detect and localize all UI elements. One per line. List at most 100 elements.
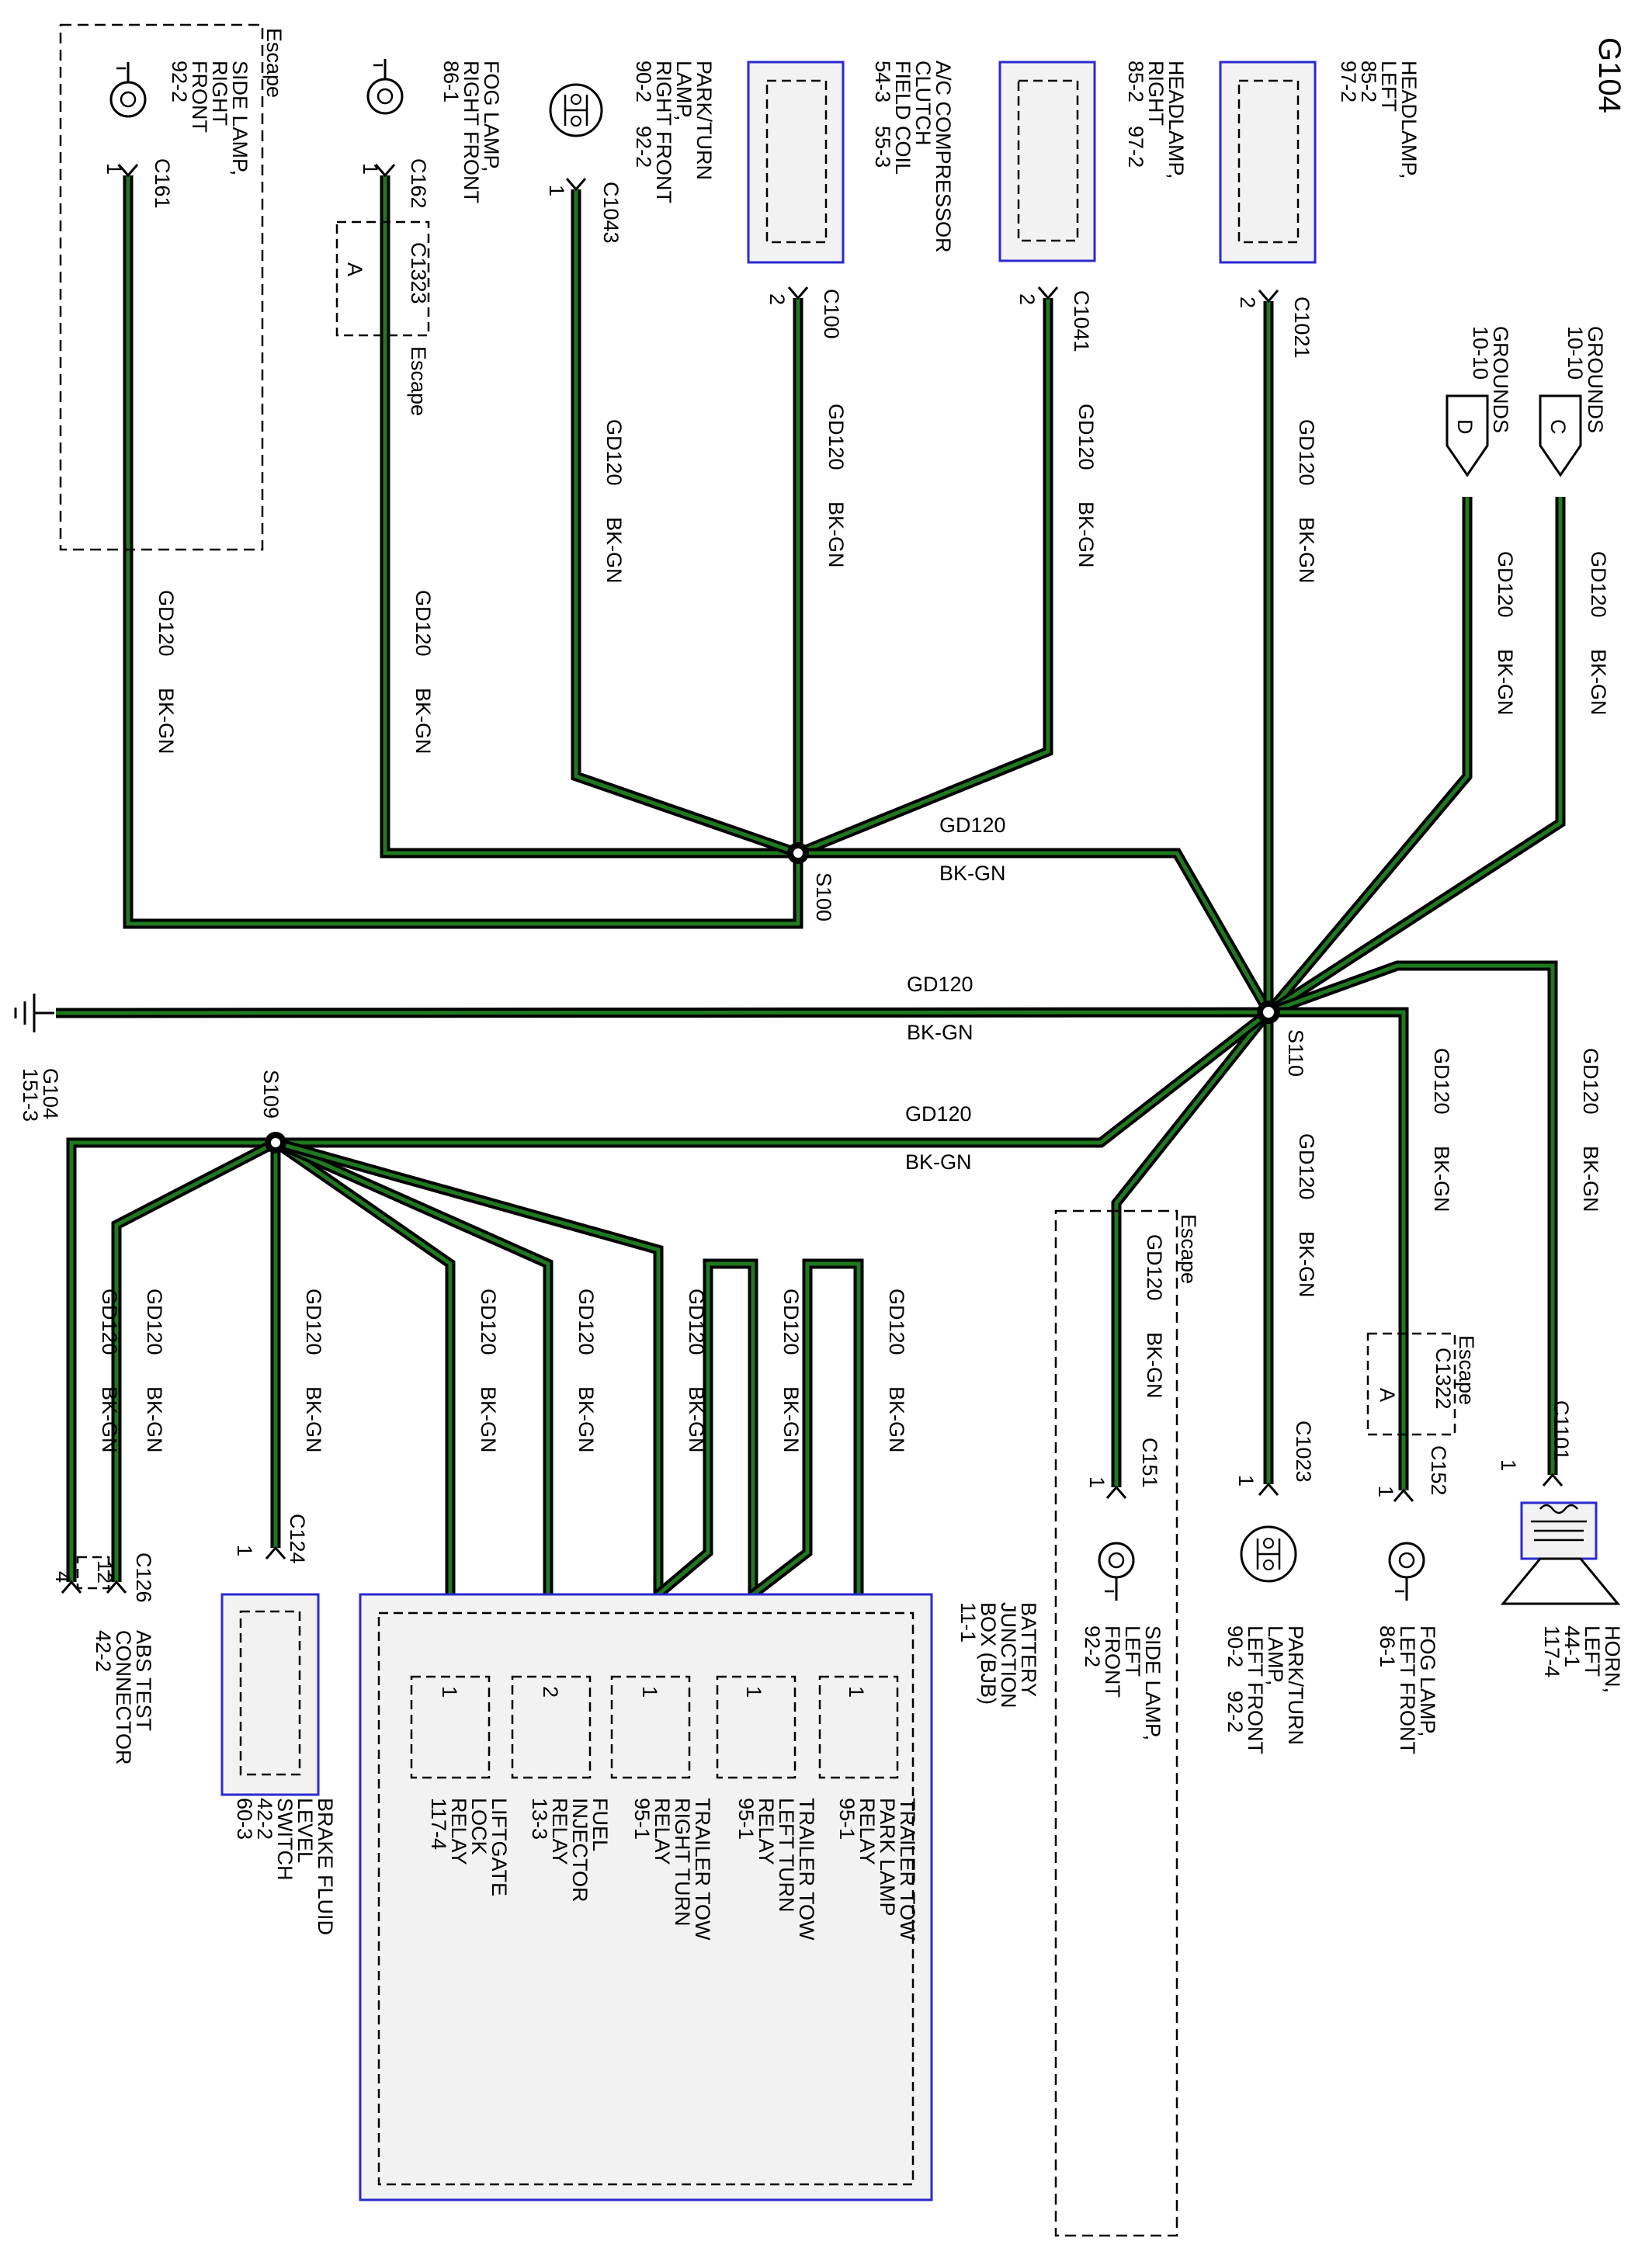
connector-c126: C126 [132, 1552, 155, 1603]
wire-code-label: GD120 [1143, 1234, 1166, 1301]
horn-icon [1500, 1504, 1621, 1605]
grounds-d-line-0: GROUNDS [1489, 326, 1512, 433]
side-lamp-rf-line-3: 92-2 [168, 61, 191, 102]
side-lamp-rf-bulb-icon [109, 62, 147, 118]
wire-color-label: BK-GN [1295, 1231, 1318, 1298]
side-lamp-lf-bulb-icon [1098, 1542, 1135, 1601]
park-turn-lf-bulb-icon [1240, 1525, 1297, 1583]
wire-color-label: BK-GN [1587, 649, 1610, 716]
pin-c151: 1 [1085, 1476, 1109, 1488]
relay-right-line-2: RELAY [651, 1798, 674, 1865]
relay-liftgate-line-3: 117-4 [427, 1798, 450, 1850]
relay-park-line-0: TRAILER TOW [896, 1798, 919, 1941]
wire-color-label: BK-GN [143, 1386, 166, 1453]
wire-abs-4 [66, 1137, 276, 1582]
wire-color-label: BK-GN [477, 1386, 500, 1453]
wire-code-label: GD120 [154, 590, 178, 657]
inline-connector-c1322-box [1366, 1332, 1456, 1436]
relay-liftgate-line-0: LIFTGATE [488, 1798, 511, 1896]
relay-left-line-3: 95-1 [734, 1798, 758, 1840]
relay-fuel-pin: 2 [539, 1686, 562, 1698]
connector-c1021: C1021 [1290, 297, 1314, 359]
brake-fluid-line-4: 60-3 [233, 1798, 256, 1840]
side-lamp-lf-line-3: 92-2 [1081, 1625, 1104, 1667]
wire-color-label: BK-GN [1579, 1146, 1602, 1212]
splice-s109 [265, 1132, 286, 1154]
wire-color-label: BK-GN [905, 1150, 972, 1174]
headlamp-r-line-2: 85-2 97-2 [1124, 61, 1147, 168]
headlamp-l-box [1219, 61, 1317, 264]
headlamp-l-line-1: LEFT [1377, 61, 1400, 112]
grounds-c-tag-icon [1539, 394, 1582, 477]
wire-code-label: GD120 [685, 1289, 708, 1355]
headlamp-r-inner [1017, 79, 1079, 242]
fog-lamp-rf-line-0: FOG LAMP, [480, 61, 503, 172]
brake-fluid-line-3: 42-2 [253, 1798, 276, 1840]
pin-c1101: 1 [1497, 1459, 1520, 1471]
pin-chevron-c1023 [1258, 1482, 1279, 1496]
grounds-d-tag-icon [1446, 394, 1489, 477]
escape-label-c1323: Escape [407, 346, 430, 416]
connector-c152: C152 [1427, 1445, 1450, 1496]
connector-c1023: C1023 [1292, 1421, 1315, 1483]
connector-c1323: C1323 [407, 242, 430, 304]
wire-park-turn-rf [571, 189, 800, 859]
wire-abs-12 [111, 1138, 278, 1582]
bjb-box [359, 1593, 933, 2201]
wire-code-label: GD120 [98, 1289, 121, 1355]
wire-color-label: BK-GN [1074, 501, 1098, 568]
relay-left-line-1: LEFT TURN [775, 1798, 798, 1913]
wire-side-lamp-lf [1111, 1008, 1273, 1487]
wire-color-label: BK-GN [154, 688, 178, 755]
connector-c1041: C1041 [1070, 290, 1093, 352]
splice-s100-label: S100 [812, 873, 835, 921]
relay-right-line-3: 95-1 [630, 1798, 654, 1840]
wire-color-label: BK-GN [1143, 1332, 1166, 1399]
fog-lamp-lf-line-2: 86-1 [1376, 1625, 1399, 1667]
wire-grounds-d [1265, 497, 1473, 1016]
grounds-d-letter: D [1453, 419, 1477, 435]
connector-c124: C124 [286, 1514, 309, 1564]
wire-code-label: GD120 [602, 419, 626, 486]
side-lamp-rf-line-0: SIDE LAMP, [228, 61, 252, 175]
relay-fuel-line-2: RELAY [548, 1798, 571, 1865]
pin-c126-a: 12 [93, 1560, 116, 1584]
fog-lamp-rf-line-2: 86-1 [439, 61, 463, 102]
abs-test-line-1: CONNECTOR [112, 1630, 135, 1765]
wire-color-label: BK-GN [98, 1386, 121, 1453]
wire-grounds-c [1265, 497, 1566, 1017]
grounds-c-line-0: GROUNDS [1584, 326, 1607, 433]
pin-chevron-c1043 [565, 178, 587, 192]
relay-liftgate-line-1: LOCK [467, 1798, 491, 1855]
park-turn-rf-line-3: 90-2 92-2 [632, 61, 655, 168]
wire-code-label: GD120 [1587, 551, 1610, 618]
wire-headlamp-r [796, 298, 1053, 859]
ground-g104-icon [14, 994, 54, 1032]
fog-lamp-rf-line-1: RIGHT FRONT [460, 61, 483, 203]
pin-c1041: 2 [1015, 293, 1039, 305]
escape-region-rf [59, 23, 264, 551]
pin-c124: 1 [233, 1545, 256, 1556]
wire-code-label: GD120 [905, 1102, 972, 1126]
park-turn-rf-line-0: PARK/TURN [692, 61, 716, 180]
pin-c1021: 2 [1236, 297, 1259, 308]
wire-code-label: GD120 [477, 1289, 500, 1355]
pin-chevron-c162 [374, 164, 396, 178]
ac-clutch-line-3: 54-3 55-3 [871, 61, 894, 168]
wire-color-label: BK-GN [685, 1386, 708, 1453]
headlamp-l-line-2: 85-2 [1357, 61, 1380, 102]
wire-color-label: BK-GN [302, 1386, 325, 1453]
wire-tt-park [750, 1258, 864, 1599]
g104-line-1: 151-3 [19, 1068, 42, 1122]
wire-code-label: GD120 [1074, 404, 1098, 470]
bjb-line-2: BOX (BJB) [977, 1602, 1000, 1705]
connector-c161: C161 [151, 158, 174, 209]
relay-park-pin: 1 [845, 1686, 868, 1698]
connector-c1101: C1101 [1550, 1400, 1573, 1461]
wire-color-label: BK-GN [824, 501, 848, 568]
abs-test-line-2: 42-2 [92, 1630, 115, 1672]
fog-lamp-lf-bulb-icon [1388, 1542, 1425, 1601]
relay-left-pin-box [716, 1675, 796, 1779]
park-turn-rf-line-1: LAMP, [672, 61, 696, 121]
relay-fuel-line-0: FUEL [588, 1798, 612, 1851]
